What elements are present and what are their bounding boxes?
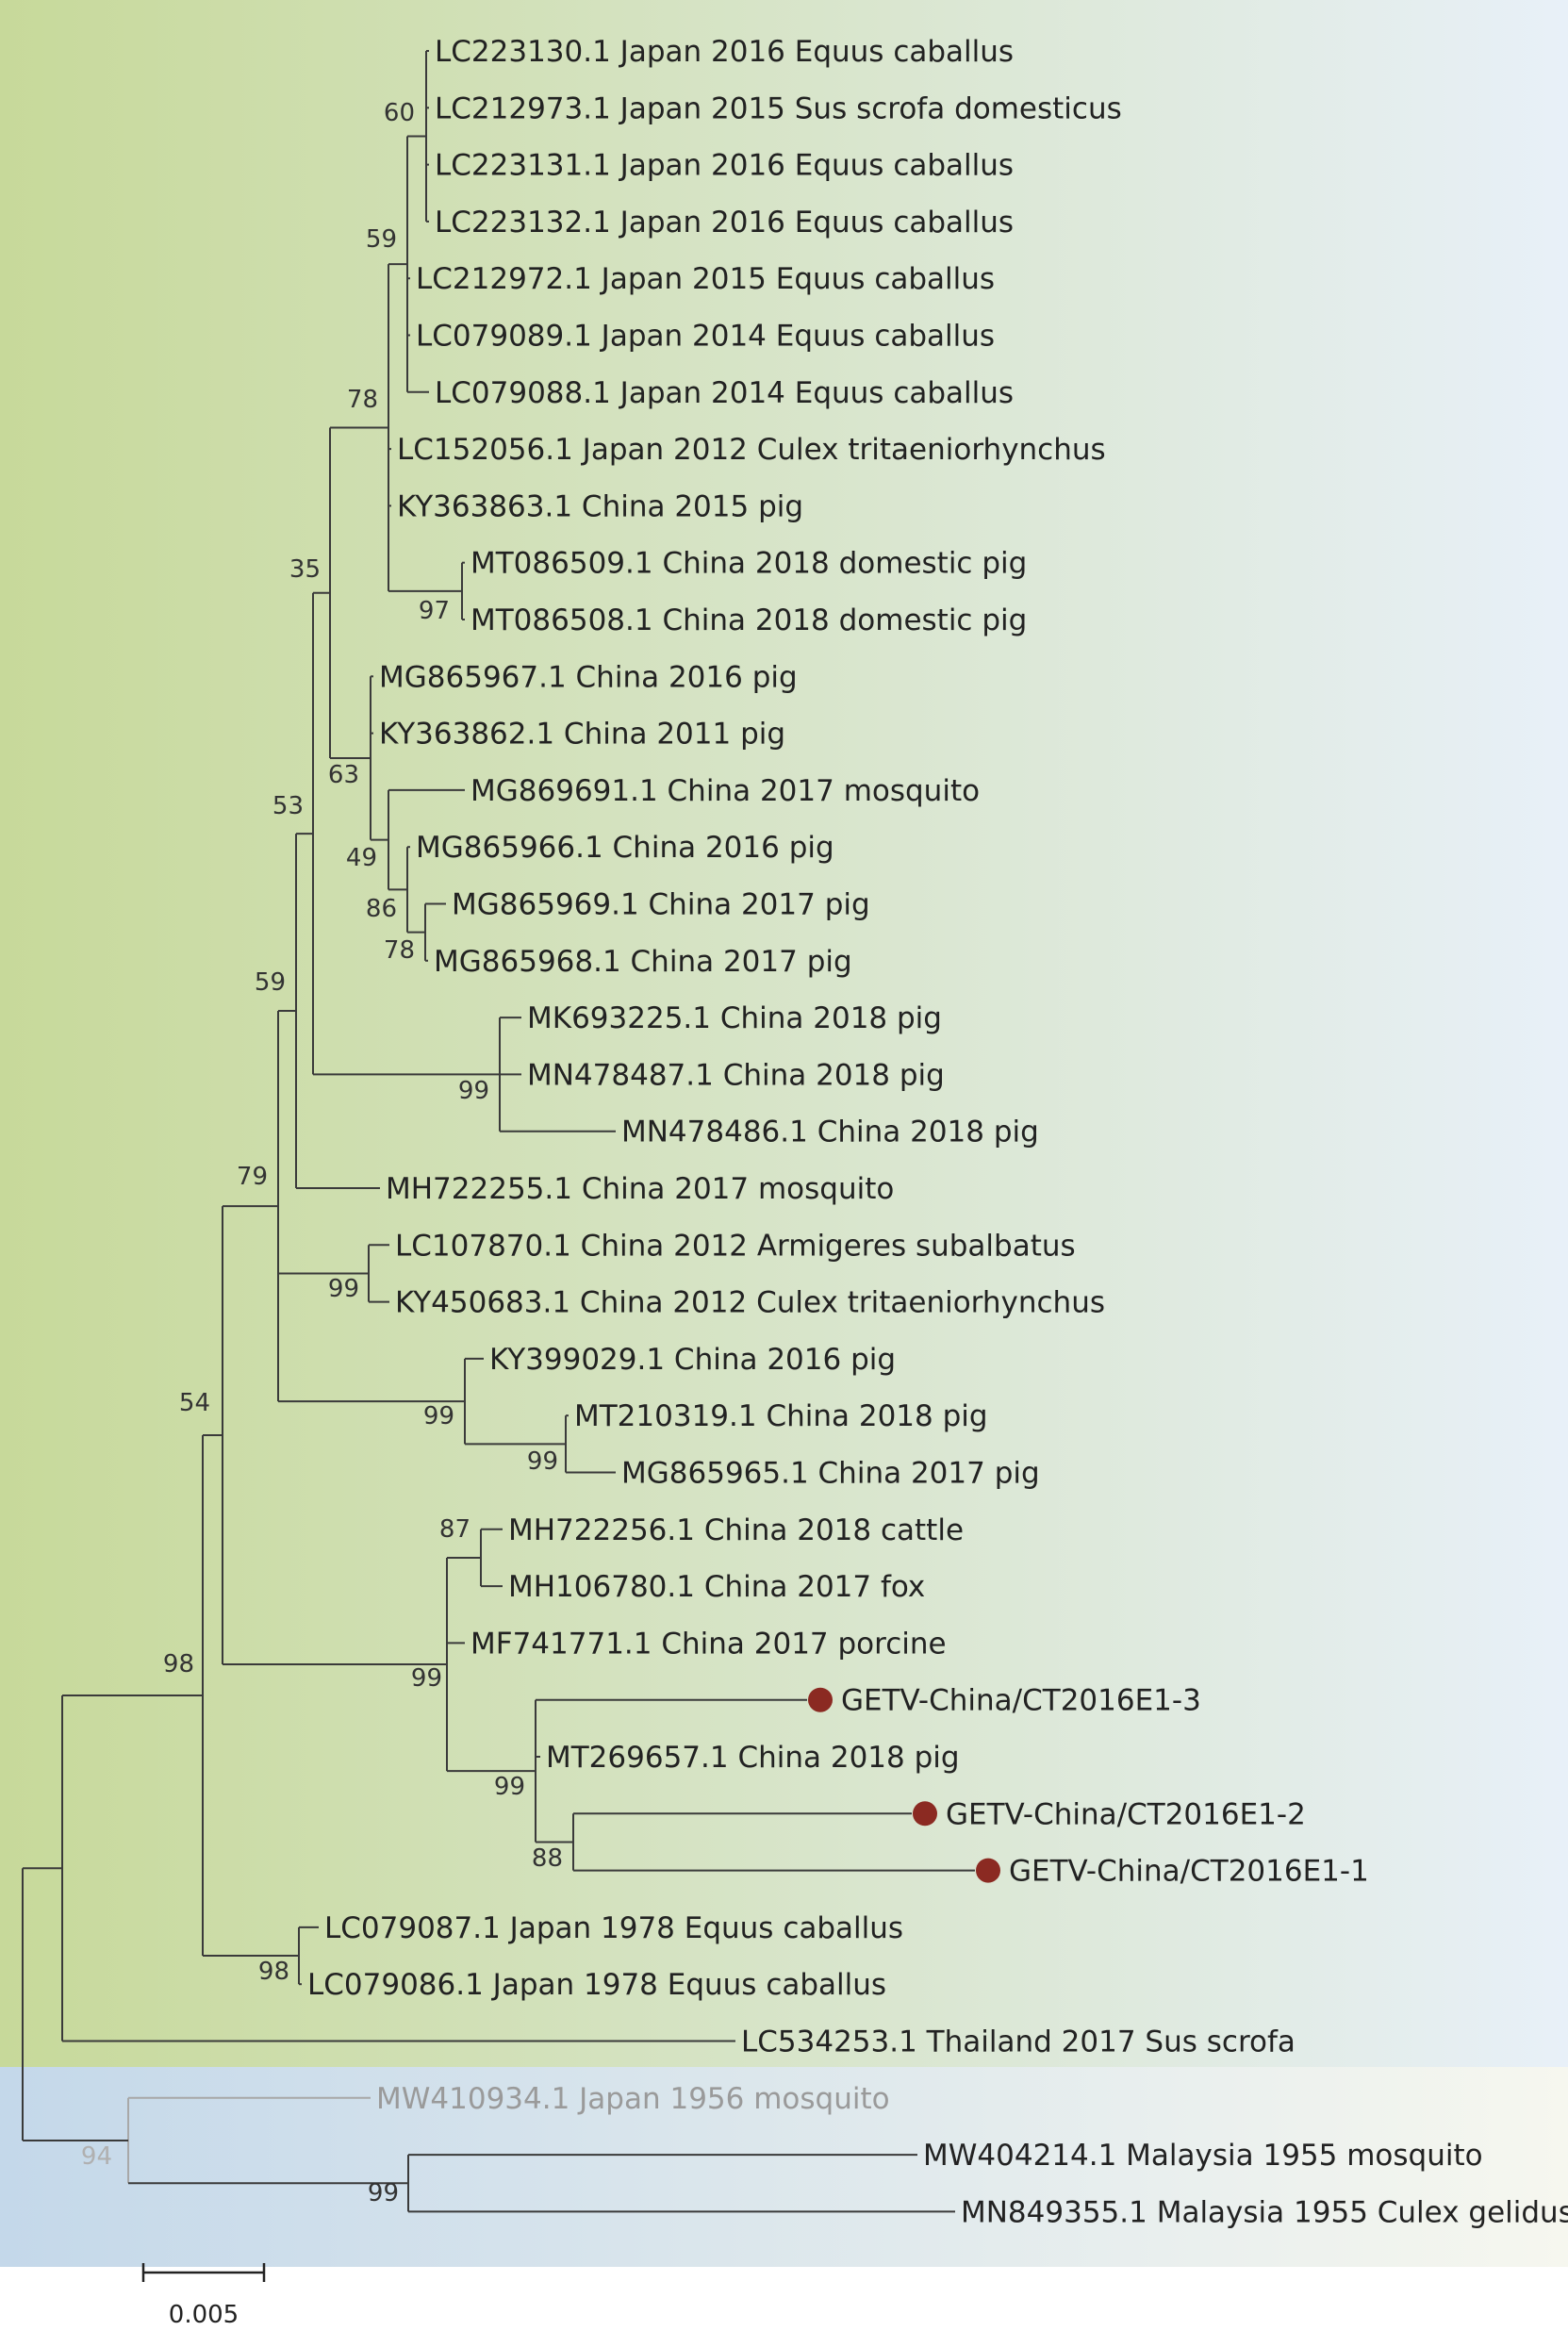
leaf-label: LC534253.1 Thailand 2017 Sus scrofa: [741, 2025, 1296, 2059]
leaf-label: LC223130.1 Japan 2016 Equus caballus: [435, 35, 1014, 69]
scale-bar: 0.005: [141, 2263, 266, 2329]
leaf-label: GETV-China/CT2016E1-1: [1009, 1855, 1369, 1889]
highlight-marker: [976, 1858, 1000, 1883]
bootstrap-value: 59: [255, 968, 286, 997]
bootstrap-value: 78: [384, 936, 415, 965]
leaf-label: MG865969.1 China 2017 pig: [452, 888, 870, 922]
leaf-label: MH722255.1 China 2017 mosquito: [386, 1172, 894, 1206]
bootstrap-value: 79: [237, 1163, 268, 1191]
bootstrap-value: 99: [423, 1402, 454, 1430]
leaf-label: MG865965.1 China 2017 pig: [621, 1457, 1040, 1491]
highlight-marker: [808, 1687, 833, 1712]
leaf-label: KY363863.1 China 2015 pig: [397, 489, 803, 523]
leaf-label: MT086509.1 China 2018 domestic pig: [470, 547, 1027, 581]
leaf-label: MN478486.1 China 2018 pig: [621, 1116, 1039, 1149]
highlight-marker: [913, 1801, 937, 1827]
scale-bar-line: [141, 2263, 266, 2282]
bootstrap-value: 53: [272, 792, 304, 820]
bootstrap-value: 60: [384, 99, 415, 127]
bootstrap-value: 99: [527, 1447, 558, 1476]
leaf-label: MN478487.1 China 2018 pig: [527, 1058, 945, 1092]
leaf-label: LC223131.1 Japan 2016 Equus caballus: [435, 149, 1014, 183]
leaf-label: LC079086.1 Japan 1978 Equus caballus: [307, 1968, 886, 2002]
leaf-label: MG865967.1 China 2016 pig: [379, 660, 798, 694]
leaf-label: KY363862.1 China 2011 pig: [379, 718, 785, 752]
bootstrap-value: 54: [179, 1389, 210, 1417]
bootstrap-value: 99: [328, 1275, 359, 1303]
clade-background-outgroup: [0, 2067, 1568, 2267]
bootstrap-value: 97: [419, 597, 450, 625]
leaf-label: MK693225.1 China 2018 pig: [527, 1001, 942, 1035]
bootstrap-value: 99: [494, 1773, 525, 1801]
leaf-label: MT269657.1 China 2018 pig: [546, 1741, 960, 1775]
bootstrap-value: 98: [258, 1958, 289, 1986]
leaf-label: LC152056.1 Japan 2012 Culex tritaeniorhy…: [397, 433, 1106, 467]
leaf-label: KY399029.1 China 2016 pig: [489, 1343, 896, 1377]
bootstrap-value: 94: [81, 2142, 112, 2171]
leaf-label: MT210319.1 China 2018 pig: [574, 1399, 988, 1433]
bootstrap-value: 49: [346, 844, 377, 872]
leaf-label: MW410934.1 Japan 1956 mosquito: [376, 2082, 890, 2116]
bootstrap-value: 99: [411, 1664, 442, 1693]
leaf-label: MN849355.1 Malaysia 1955 Culex gelidus: [961, 2195, 1568, 2229]
tree-branches: [22, 50, 975, 2213]
leaf-label: MW404214.1 Malaysia 1955 mosquito: [923, 2139, 1483, 2173]
leaf-label: LC079088.1 Japan 2014 Equus caballus: [435, 376, 1014, 410]
bootstrap-value: 63: [328, 761, 359, 789]
bootstrap-value: 99: [368, 2179, 399, 2207]
leaf-label: MF741771.1 China 2017 porcine: [470, 1627, 947, 1661]
bootstrap-labels: 60 59 78 97 35 63 49 86 78 53 59 99 79 99 99 99 54 87 99 99…: [81, 99, 563, 2207]
clade-background-main: [0, 0, 1568, 2067]
bootstrap-value: 86: [366, 895, 397, 923]
leaf-labels: LC223130.1 Japan 2016 Equus caballusLC21…: [307, 35, 1568, 2229]
bootstrap-value: 88: [532, 1844, 563, 1873]
scale-bar-label: 0.005: [169, 2301, 239, 2329]
bootstrap-value: 98: [163, 1650, 194, 1678]
leaf-label: GETV-China/CT2016E1-2: [946, 1797, 1306, 1831]
leaf-label: MG865968.1 China 2017 pig: [434, 945, 852, 979]
leaf-label: MT086508.1 China 2018 domestic pig: [470, 603, 1027, 637]
leaf-label: MH106780.1 China 2017 fox: [508, 1570, 925, 1604]
leaf-label: MH722256.1 China 2018 cattle: [508, 1513, 964, 1547]
leaf-label: LC079087.1 Japan 1978 Equus caballus: [324, 1911, 903, 1945]
bootstrap-value: 87: [439, 1515, 470, 1544]
leaf-label: LC079089.1 Japan 2014 Equus caballus: [416, 320, 995, 354]
leaf-label: MG869691.1 China 2017 mosquito: [470, 774, 980, 808]
leaf-label: LC212972.1 Japan 2015 Equus caballus: [416, 262, 995, 296]
leaf-label: KY450683.1 China 2012 Culex tritaeniorhy…: [395, 1286, 1105, 1320]
bootstrap-value: 78: [347, 386, 378, 414]
leaf-label: LC212973.1 Japan 2015 Sus scrofa domesti…: [435, 91, 1122, 125]
leaf-label: MG865966.1 China 2016 pig: [416, 831, 834, 865]
bootstrap-value: 35: [289, 555, 321, 584]
highlight-markers: [808, 1687, 1000, 1883]
leaf-label: LC107870.1 China 2012 Armigeres subalbat…: [395, 1229, 1076, 1263]
bootstrap-value: 59: [366, 225, 397, 254]
leaf-label: LC223132.1 Japan 2016 Equus caballus: [435, 206, 1014, 240]
bootstrap-value: 99: [458, 1077, 489, 1105]
leaf-label: GETV-China/CT2016E1-3: [841, 1684, 1201, 1718]
